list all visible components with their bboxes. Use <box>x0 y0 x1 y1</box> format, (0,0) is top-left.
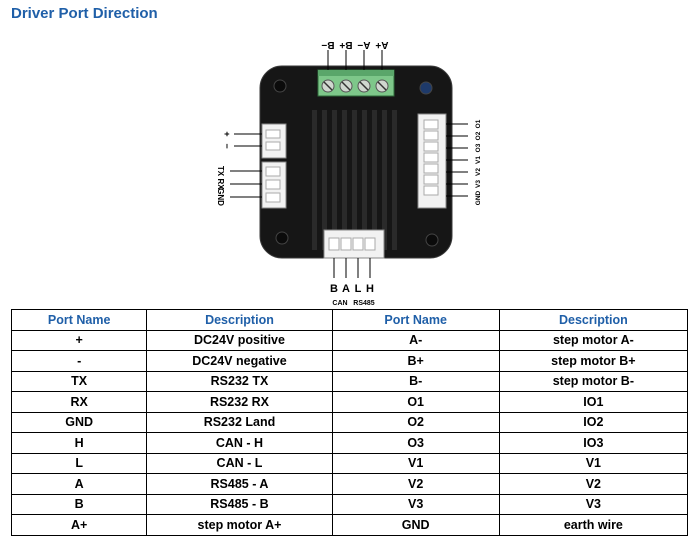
table-cell: IO2 <box>498 411 689 433</box>
table-cell: A- <box>331 329 500 351</box>
table-row: B RS485 - B V3 V3 <box>10 493 689 515</box>
table-row: A+ step motor A+ GND earth wire <box>10 514 689 536</box>
table-cell: CAN - L <box>146 452 333 474</box>
driver-board-diagram: B− B+ A− A+ + − TX RX GND <box>216 39 482 307</box>
table-cell: CAN - H <box>146 432 333 454</box>
io-label-v1: V1 <box>475 156 482 164</box>
table-cell: H <box>10 432 148 454</box>
heatsink-fins <box>312 110 397 250</box>
table-row: A RS485 - A V2 V2 <box>10 473 689 495</box>
table-cell: GND <box>331 514 500 536</box>
header-port-name: Port Name <box>331 309 500 331</box>
power-label-minus: − <box>222 143 232 148</box>
table-cell: V1 <box>498 452 689 474</box>
bus-label-a: A <box>342 283 350 295</box>
table-cell: V1 <box>331 452 500 474</box>
mount-hole-icon <box>275 231 289 245</box>
io-label-o2: O2 <box>475 131 482 140</box>
table-row: L CAN - L V1 V1 <box>10 452 689 474</box>
table-cell: RS485 - B <box>146 493 333 515</box>
io-label-gnd: GND <box>475 190 482 205</box>
io-label-v2: V2 <box>475 168 482 176</box>
mount-hole-icon <box>419 81 433 95</box>
table-row: TX RS232 TX B- step motor B- <box>10 370 689 392</box>
power-connector: + − <box>222 123 287 159</box>
motor-terminal-block: B− B+ A− A+ <box>317 39 395 97</box>
table-row: - DC24V negative B+ step motor B+ <box>10 350 689 372</box>
table-cell: V2 <box>331 473 500 495</box>
table-cell: RS232 TX <box>146 370 333 392</box>
serial-label-rx: RX <box>216 178 225 190</box>
table-cell: O2 <box>331 411 500 433</box>
table-cell: GND <box>10 411 148 433</box>
mount-hole-icon <box>425 233 439 247</box>
table-cell: earth wire <box>498 514 689 536</box>
io-label-o3: O3 <box>475 143 482 152</box>
table-cell: IO1 <box>498 391 689 413</box>
table-header-row: Port Name Description Port Name Descript… <box>10 309 689 331</box>
serial-label-gnd: GND <box>216 188 225 206</box>
table-row: RX RS232 RX O1 IO1 <box>10 391 689 413</box>
bus-label-l: L <box>355 283 362 295</box>
terminal-label-a-minus: A− <box>357 39 370 50</box>
table-cell: + <box>10 329 148 351</box>
table-cell: DC24V positive <box>146 329 333 351</box>
table-cell: step motor A+ <box>146 514 333 536</box>
table-cell: IO3 <box>498 432 689 454</box>
can-rs485-connector: B A L H CAN RS485 <box>323 229 385 307</box>
header-description: Description <box>498 309 689 331</box>
bus-label-b: B <box>330 283 338 295</box>
table-cell: A <box>10 473 148 495</box>
table-cell: step motor B+ <box>498 350 689 372</box>
table-cell: DC24V negative <box>146 350 333 372</box>
table-cell: V2 <box>498 473 689 495</box>
table-cell: O1 <box>331 391 500 413</box>
table-cell: B <box>10 493 148 515</box>
table-cell: O3 <box>331 432 500 454</box>
table-row: + DC24V positive A- step motor A- <box>10 329 689 351</box>
table-row: H CAN - H O3 IO3 <box>10 432 689 454</box>
mount-hole-icon <box>273 79 287 93</box>
terminal-label-b-plus: B+ <box>339 39 352 50</box>
table-cell: step motor B- <box>498 370 689 392</box>
terminal-label-b-minus: B− <box>321 39 334 50</box>
bus-group-rs485: RS485 <box>353 300 375 307</box>
io-label-o1: O1 <box>475 119 482 128</box>
table-cell: step motor A- <box>498 329 689 351</box>
table-cell: RS232 Land <box>146 411 333 433</box>
table-cell: A+ <box>10 514 148 536</box>
table-cell: RS485 - A <box>146 473 333 495</box>
table-cell: - <box>10 350 148 372</box>
table-cell: B- <box>331 370 500 392</box>
bus-group-can: CAN <box>332 300 347 307</box>
power-label-plus: + <box>222 131 232 136</box>
table-cell: V3 <box>498 493 689 515</box>
bus-label-h: H <box>366 283 374 295</box>
table-cell: RS232 RX <box>146 391 333 413</box>
io-connector: O1 O2 O3 V1 V2 V3 GND <box>417 113 482 209</box>
terminal-label-a-plus: A+ <box>375 39 388 50</box>
serial-label-tx: TX <box>216 166 225 177</box>
page-title: Driver Port Direction <box>11 5 158 22</box>
io-label-v3: V3 <box>475 180 482 188</box>
table-cell: L <box>10 452 148 474</box>
port-table: Port Name Description Port Name Descript… <box>10 309 689 536</box>
table-row: GND RS232 Land O2 IO2 <box>10 411 689 433</box>
table-cell: TX <box>10 370 148 392</box>
table-cell: B+ <box>331 350 500 372</box>
header-description: Description <box>146 309 333 331</box>
serial-connector: TX RX GND <box>216 161 287 209</box>
table-cell: V3 <box>331 493 500 515</box>
table-cell: RX <box>10 391 148 413</box>
header-port-name: Port Name <box>10 309 148 331</box>
